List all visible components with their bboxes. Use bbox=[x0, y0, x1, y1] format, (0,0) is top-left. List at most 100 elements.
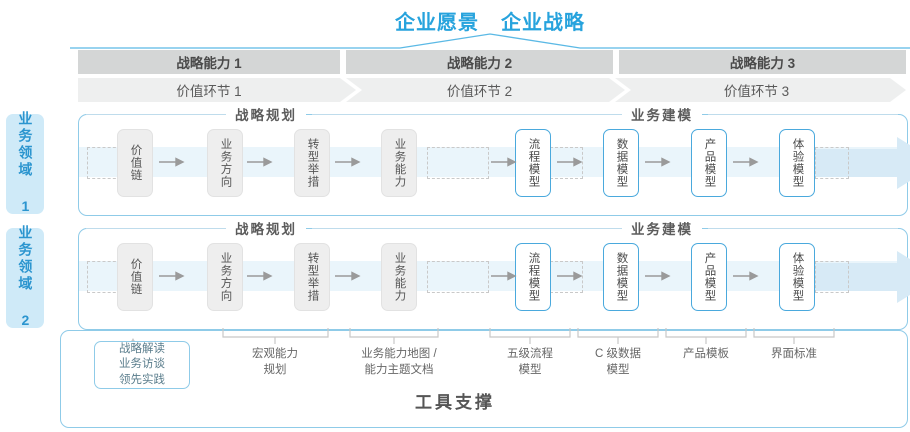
tool-label-interface-standard: 界面标准 bbox=[740, 347, 848, 363]
tool-support-title-text: 工具支撑 bbox=[415, 393, 495, 412]
node-label: 数据模型 bbox=[615, 252, 628, 302]
sec-rule-r1-d bbox=[708, 114, 898, 115]
sec-rule-r1-b bbox=[312, 114, 506, 115]
node-label: 数据模型 bbox=[615, 138, 628, 188]
arrow-r1-2 bbox=[247, 157, 273, 167]
node-r1-experience-model[interactable]: 体验模型 bbox=[779, 129, 815, 197]
tool-chip-strategy[interactable]: 战略解读 业务访谈 领先实践 bbox=[94, 341, 190, 389]
arrow-r1-5 bbox=[557, 157, 583, 167]
node-r2-transformation-measures[interactable]: 转型举措 bbox=[294, 243, 330, 311]
tool-support-container bbox=[60, 330, 908, 428]
value-chain-band: 价值环节 1 价值环节 2 价值环节 3 bbox=[78, 78, 906, 102]
peak-connector-line bbox=[70, 33, 910, 49]
node-label: 流程模型 bbox=[527, 252, 540, 302]
sidebar-item-domain-1[interactable]: 业务领域 1 bbox=[6, 111, 44, 217]
node-label: 体验模型 bbox=[791, 252, 804, 302]
section-label: 业务建模 bbox=[631, 222, 693, 237]
domain-row-1: 价值链 业务方向 转型举措 业务能力 流程模型 数据模型 产品模型 体验模型 bbox=[78, 114, 910, 216]
node-r2-business-capability[interactable]: 业务能力 bbox=[381, 243, 417, 311]
node-r1-business-capability[interactable]: 业务能力 bbox=[381, 129, 417, 197]
node-r2-business-direction[interactable]: 业务方向 bbox=[207, 243, 243, 311]
node-label: 业务能力 bbox=[393, 138, 406, 188]
value-chain-cell-1: 价值环节 1 bbox=[78, 78, 340, 102]
tool-chip-line-1: 战略解读 bbox=[119, 342, 165, 355]
node-r2-product-model[interactable]: 产品模型 bbox=[691, 243, 727, 311]
tool-chip-line-3: 领先实践 bbox=[119, 373, 165, 386]
value-chain-label-3: 价值环节 3 bbox=[723, 84, 790, 99]
tool-label-line-2: 模型 bbox=[518, 363, 542, 376]
node-r1-process-model[interactable]: 流程模型 bbox=[515, 129, 551, 197]
node-r2-experience-model[interactable]: 体验模型 bbox=[779, 243, 815, 311]
placeholder-segment-r1-a bbox=[87, 147, 121, 179]
arrow-r2-7 bbox=[733, 271, 759, 281]
tool-connectors bbox=[126, 328, 835, 352]
top-titles: 企业愿景 企业战略 bbox=[330, 6, 650, 34]
node-label: 转型举措 bbox=[306, 252, 319, 302]
value-chain-label-2: 价值环节 2 bbox=[446, 84, 513, 99]
tool-label-line-1: 界面标准 bbox=[771, 348, 817, 360]
tool-label-product-template: 产品模板 bbox=[652, 347, 760, 363]
tool-label-data-model: C 级数据 模型 bbox=[564, 347, 672, 378]
arrow-r2-4 bbox=[491, 271, 517, 281]
section-title-r1-planning: 战略规划 bbox=[226, 106, 306, 123]
capability-cell-2: 战略能力 2 bbox=[346, 50, 613, 74]
placeholder-segment-r2-a bbox=[87, 261, 121, 293]
capability-cell-3: 战略能力 3 bbox=[619, 50, 906, 74]
node-r2-data-model[interactable]: 数据模型 bbox=[603, 243, 639, 311]
domain-row-1-inner: 价值链 业务方向 转型举措 业务能力 流程模型 数据模型 产品模型 体验模型 bbox=[79, 115, 910, 215]
node-r2-value-chain[interactable]: 价值链 bbox=[117, 243, 153, 311]
tool-label-line-2: 能力主题文档 bbox=[364, 363, 434, 376]
node-r1-product-model[interactable]: 产品模型 bbox=[691, 129, 727, 197]
arrow-r1-6 bbox=[645, 157, 671, 167]
arrow-r2-3 bbox=[335, 271, 361, 281]
node-r1-business-direction[interactable]: 业务方向 bbox=[207, 129, 243, 197]
node-r1-data-model[interactable]: 数据模型 bbox=[603, 129, 639, 197]
tool-label-process-model: 五级流程 模型 bbox=[476, 347, 584, 378]
arrow-r1-4 bbox=[491, 157, 517, 167]
domain-label-1: 业务领域 1 bbox=[17, 111, 34, 217]
node-label: 业务方向 bbox=[219, 252, 232, 302]
node-label: 转型举措 bbox=[306, 138, 319, 188]
tool-label-line-2: 模型 bbox=[606, 363, 630, 376]
node-label: 产品模型 bbox=[703, 138, 716, 188]
title-enterprise-strategy: 企业战略 bbox=[501, 11, 585, 34]
arrow-r2-2 bbox=[247, 271, 273, 281]
arrow-r2-6 bbox=[645, 271, 671, 281]
node-label: 价值链 bbox=[129, 144, 142, 182]
tool-chip-text: 战略解读 业务访谈 领先实践 bbox=[119, 342, 165, 389]
capability-label-3: 战略能力 3 bbox=[729, 56, 796, 71]
sec-rule-r2-c bbox=[506, 228, 622, 229]
arrow-r2-5 bbox=[557, 271, 583, 281]
domain-row-2-inner: 价值链 业务方向 转型举措 业务能力 流程模型 数据模型 产品模型 体验模型 bbox=[79, 229, 910, 329]
value-chain-cell-3: 价值环节 3 bbox=[619, 78, 894, 102]
tool-label-line-1: 五级流程 bbox=[507, 348, 553, 360]
sec-rule-r2-d bbox=[708, 228, 898, 229]
tool-label-line-1: C 级数据 bbox=[595, 348, 641, 360]
capability-cell-1: 战略能力 1 bbox=[78, 50, 340, 74]
title-enterprise-vision: 企业愿景 bbox=[395, 11, 479, 34]
arrow-r1-7 bbox=[733, 157, 759, 167]
node-label: 价值链 bbox=[129, 258, 142, 296]
placeholder-segment-r2-d bbox=[815, 261, 849, 293]
tool-label-line-1: 宏观能力 bbox=[252, 348, 298, 360]
section-label: 战略规划 bbox=[235, 108, 297, 123]
placeholder-segment-r1-b bbox=[427, 147, 489, 179]
capability-band: 战略能力 1 战略能力 2 战略能力 3 bbox=[78, 50, 906, 74]
tool-chip-line-2: 业务访谈 bbox=[119, 358, 165, 371]
capability-label-1: 战略能力 1 bbox=[176, 56, 242, 71]
sec-rule-r1-c bbox=[506, 114, 622, 115]
arrow-r1-3 bbox=[335, 157, 361, 167]
arrow-r2-1 bbox=[159, 271, 185, 281]
capability-label-2: 战略能力 2 bbox=[446, 56, 513, 71]
domain-label-2: 业务领域 2 bbox=[17, 225, 34, 331]
node-r1-transformation-measures[interactable]: 转型举措 bbox=[294, 129, 330, 197]
value-chain-label-1: 价值环节 1 bbox=[176, 84, 242, 99]
node-r2-process-model[interactable]: 流程模型 bbox=[515, 243, 551, 311]
tool-label-macro-capability: 宏观能力 规划 bbox=[215, 347, 335, 378]
tool-label-capability-map: 业务能力地图 / 能力主题文档 bbox=[334, 347, 464, 378]
node-label: 产品模型 bbox=[703, 252, 716, 302]
sidebar-item-domain-2[interactable]: 业务领域 2 bbox=[6, 225, 44, 331]
node-r1-value-chain[interactable]: 价值链 bbox=[117, 129, 153, 197]
section-label: 战略规划 bbox=[235, 222, 297, 237]
